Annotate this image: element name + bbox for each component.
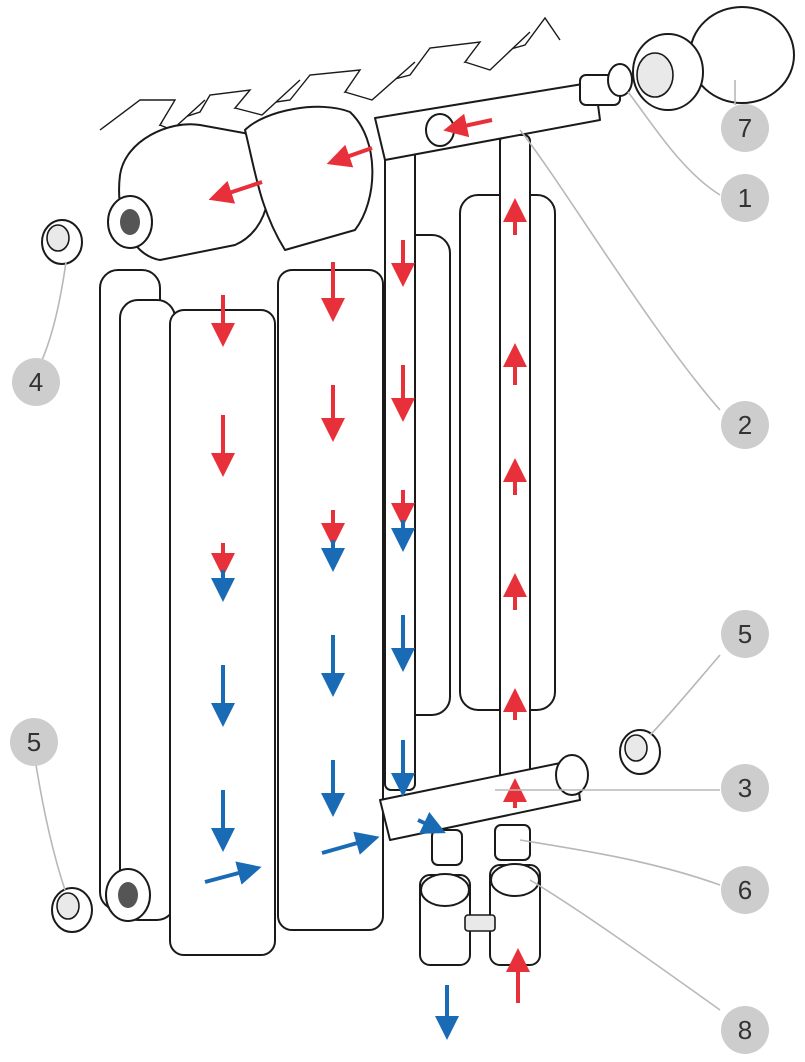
bottom-manifold-port <box>555 754 589 796</box>
callout-circle <box>721 174 769 222</box>
top-left-port-hole <box>120 209 140 235</box>
callout-number: 3 <box>738 773 752 803</box>
flow-arrows <box>204 113 530 1040</box>
return-tube <box>384 139 416 791</box>
plug-bottom-left <box>51 887 93 933</box>
callout-number: 5 <box>738 619 752 649</box>
thermostat-knob <box>636 52 674 98</box>
callout-2: 2 <box>721 401 769 449</box>
callout-number: 5 <box>27 727 41 757</box>
leader-4 <box>41 261 67 361</box>
leader-5-left <box>35 764 66 891</box>
cold-flow-arrow <box>417 812 446 834</box>
callout-4: 4 <box>12 358 60 406</box>
leader-lines <box>35 80 736 1011</box>
bottom-connection <box>419 824 541 966</box>
nipple-right <box>494 824 531 861</box>
callout-number: 4 <box>29 367 43 397</box>
cold-flow-arrow <box>204 861 262 885</box>
hot-flow-arrow <box>443 113 493 138</box>
thermostat-cap <box>689 6 795 104</box>
front-panel-left <box>169 309 276 956</box>
connector-right-nut <box>490 863 540 897</box>
leader-1 <box>627 91 721 196</box>
front-panel-center <box>277 269 384 931</box>
callout-number: 8 <box>738 1015 752 1045</box>
leader-8 <box>529 879 721 1011</box>
callout-number: 2 <box>738 410 752 440</box>
leader-6 <box>519 839 721 886</box>
hot-flow-arrow <box>326 144 373 168</box>
callout-circle <box>721 401 769 449</box>
callouts: 7 1 4 2 5 5 3 6 <box>10 104 769 1054</box>
radiator-body <box>99 16 561 956</box>
back-plate <box>119 299 176 921</box>
valve-nut <box>607 63 633 97</box>
thermostatic-head <box>632 6 795 111</box>
callout-number: 7 <box>738 113 752 143</box>
leader-2 <box>519 129 721 411</box>
callout-circle <box>10 718 58 766</box>
callout-circle <box>721 764 769 812</box>
top-fins <box>99 16 561 131</box>
connector-bridge <box>464 914 496 932</box>
valve-insert <box>579 63 633 106</box>
callout-circle <box>721 610 769 658</box>
callout-3: 3 <box>721 764 769 812</box>
callout-1: 1 <box>721 174 769 222</box>
callout-8: 8 <box>721 1006 769 1054</box>
hot-flow-arrow <box>208 180 263 204</box>
callout-circle <box>721 104 769 152</box>
callout-5-left: 5 <box>10 718 58 766</box>
connector-left-nut <box>420 873 470 907</box>
section-head <box>244 105 374 251</box>
bottom-left-port-hole <box>118 882 138 908</box>
leader-5-right <box>649 654 721 736</box>
top-manifold-port <box>425 113 455 147</box>
callout-7: 7 <box>721 104 769 152</box>
nipple-left <box>431 829 463 866</box>
cold-flow-arrow <box>321 831 380 855</box>
plug-top-left <box>41 219 83 265</box>
callout-circle <box>721 866 769 914</box>
callout-number: 6 <box>738 875 752 905</box>
plug-right <box>619 729 661 775</box>
callout-6: 6 <box>721 866 769 914</box>
callout-5-right: 5 <box>721 610 769 658</box>
callout-circle <box>721 1006 769 1054</box>
callout-number: 1 <box>738 183 752 213</box>
callout-circle <box>12 358 60 406</box>
